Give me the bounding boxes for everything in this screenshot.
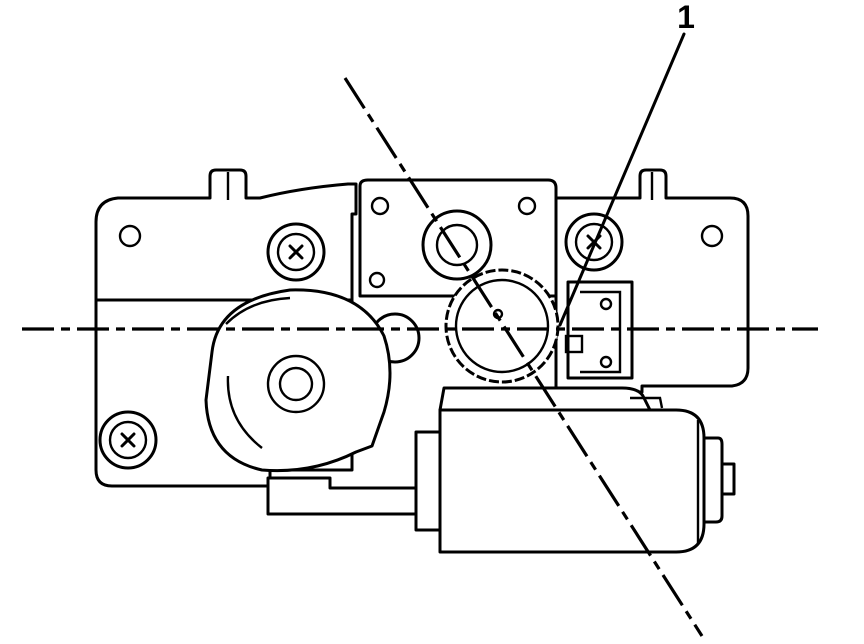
housing-hole-left: [118, 224, 142, 248]
diagonal-centerline: [343, 77, 704, 637]
screw-bottom-left: [98, 410, 158, 470]
callout-1-leader: [558, 32, 686, 327]
electrical-connector: [564, 280, 634, 380]
output-gear: [204, 288, 392, 473]
mounting-tab-left: [208, 168, 248, 200]
idler-gear: [421, 209, 493, 281]
output-shaft: [266, 354, 326, 414]
mounting-tab-right: [638, 168, 668, 200]
housing-hole-right: [700, 224, 724, 248]
cap-hole-middle: [368, 271, 386, 289]
cap-hole-top-right: [517, 196, 537, 216]
cap-hole-top-left: [370, 196, 390, 216]
mounting-bracket: [266, 476, 442, 516]
screw-top-left: [266, 222, 326, 282]
pinion-gear: [444, 268, 560, 384]
callout-1-label: 1: [677, 0, 695, 35]
drive-motor: [414, 386, 736, 554]
